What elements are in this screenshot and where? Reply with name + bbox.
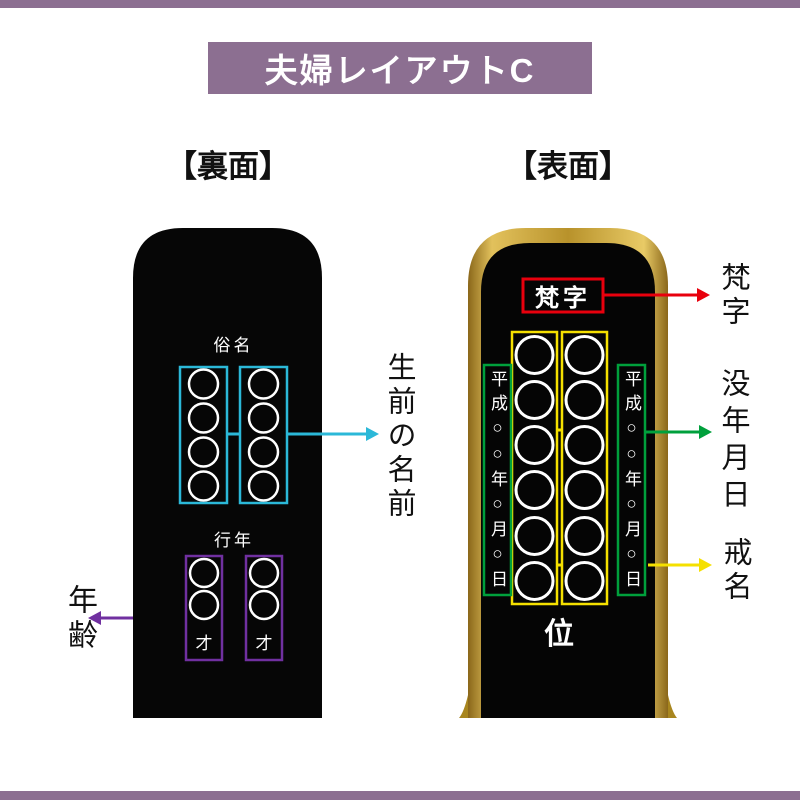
sai-suffix-left: 才 [195, 634, 213, 653]
annotation-bonji: 梵字 [717, 262, 749, 330]
secular-name-circles [187, 368, 280, 502]
age-label: 行年 [214, 531, 254, 550]
death-date-frames [482, 363, 647, 597]
annotation-kaimyo: 戒名 [719, 537, 751, 605]
front-side-heading: 【表面】 [506, 149, 630, 184]
death-date-column-left: 平成○○年○月○日 [488, 370, 507, 594]
death-date-column-right: 平成○○年○月○日 [622, 370, 641, 594]
annotation-death-date: 没年月日 [717, 368, 749, 516]
annotation-living-name: 生前の名前 [383, 352, 415, 522]
kaimyo-circles [514, 335, 605, 601]
top-border-strip [0, 0, 800, 8]
name-arrow [227, 427, 379, 441]
bottom-border-strip [0, 791, 800, 800]
bonji-text: 梵字 [535, 286, 591, 312]
annotation-age: 年齢 [63, 584, 96, 654]
kaimyo-connectors [557, 428, 562, 567]
sai-suffix-right: 才 [255, 634, 273, 653]
age-arrow [88, 611, 133, 625]
age-circles [188, 557, 280, 621]
front-tablet-base-flare-right [668, 695, 677, 718]
death-date-arrow [645, 425, 712, 439]
front-tablet-base-flare-left [459, 695, 468, 718]
kurai-text: 位 [544, 618, 574, 651]
bonji-arrow [604, 288, 710, 302]
kaimyo-arrow [648, 558, 712, 572]
page-title: 夫婦レイアウトC [208, 42, 592, 94]
secular-name-label: 俗名 [213, 336, 254, 355]
bonji-frame [521, 277, 605, 314]
back-side-heading: 【裏面】 [166, 149, 290, 184]
age-frames [184, 554, 284, 662]
